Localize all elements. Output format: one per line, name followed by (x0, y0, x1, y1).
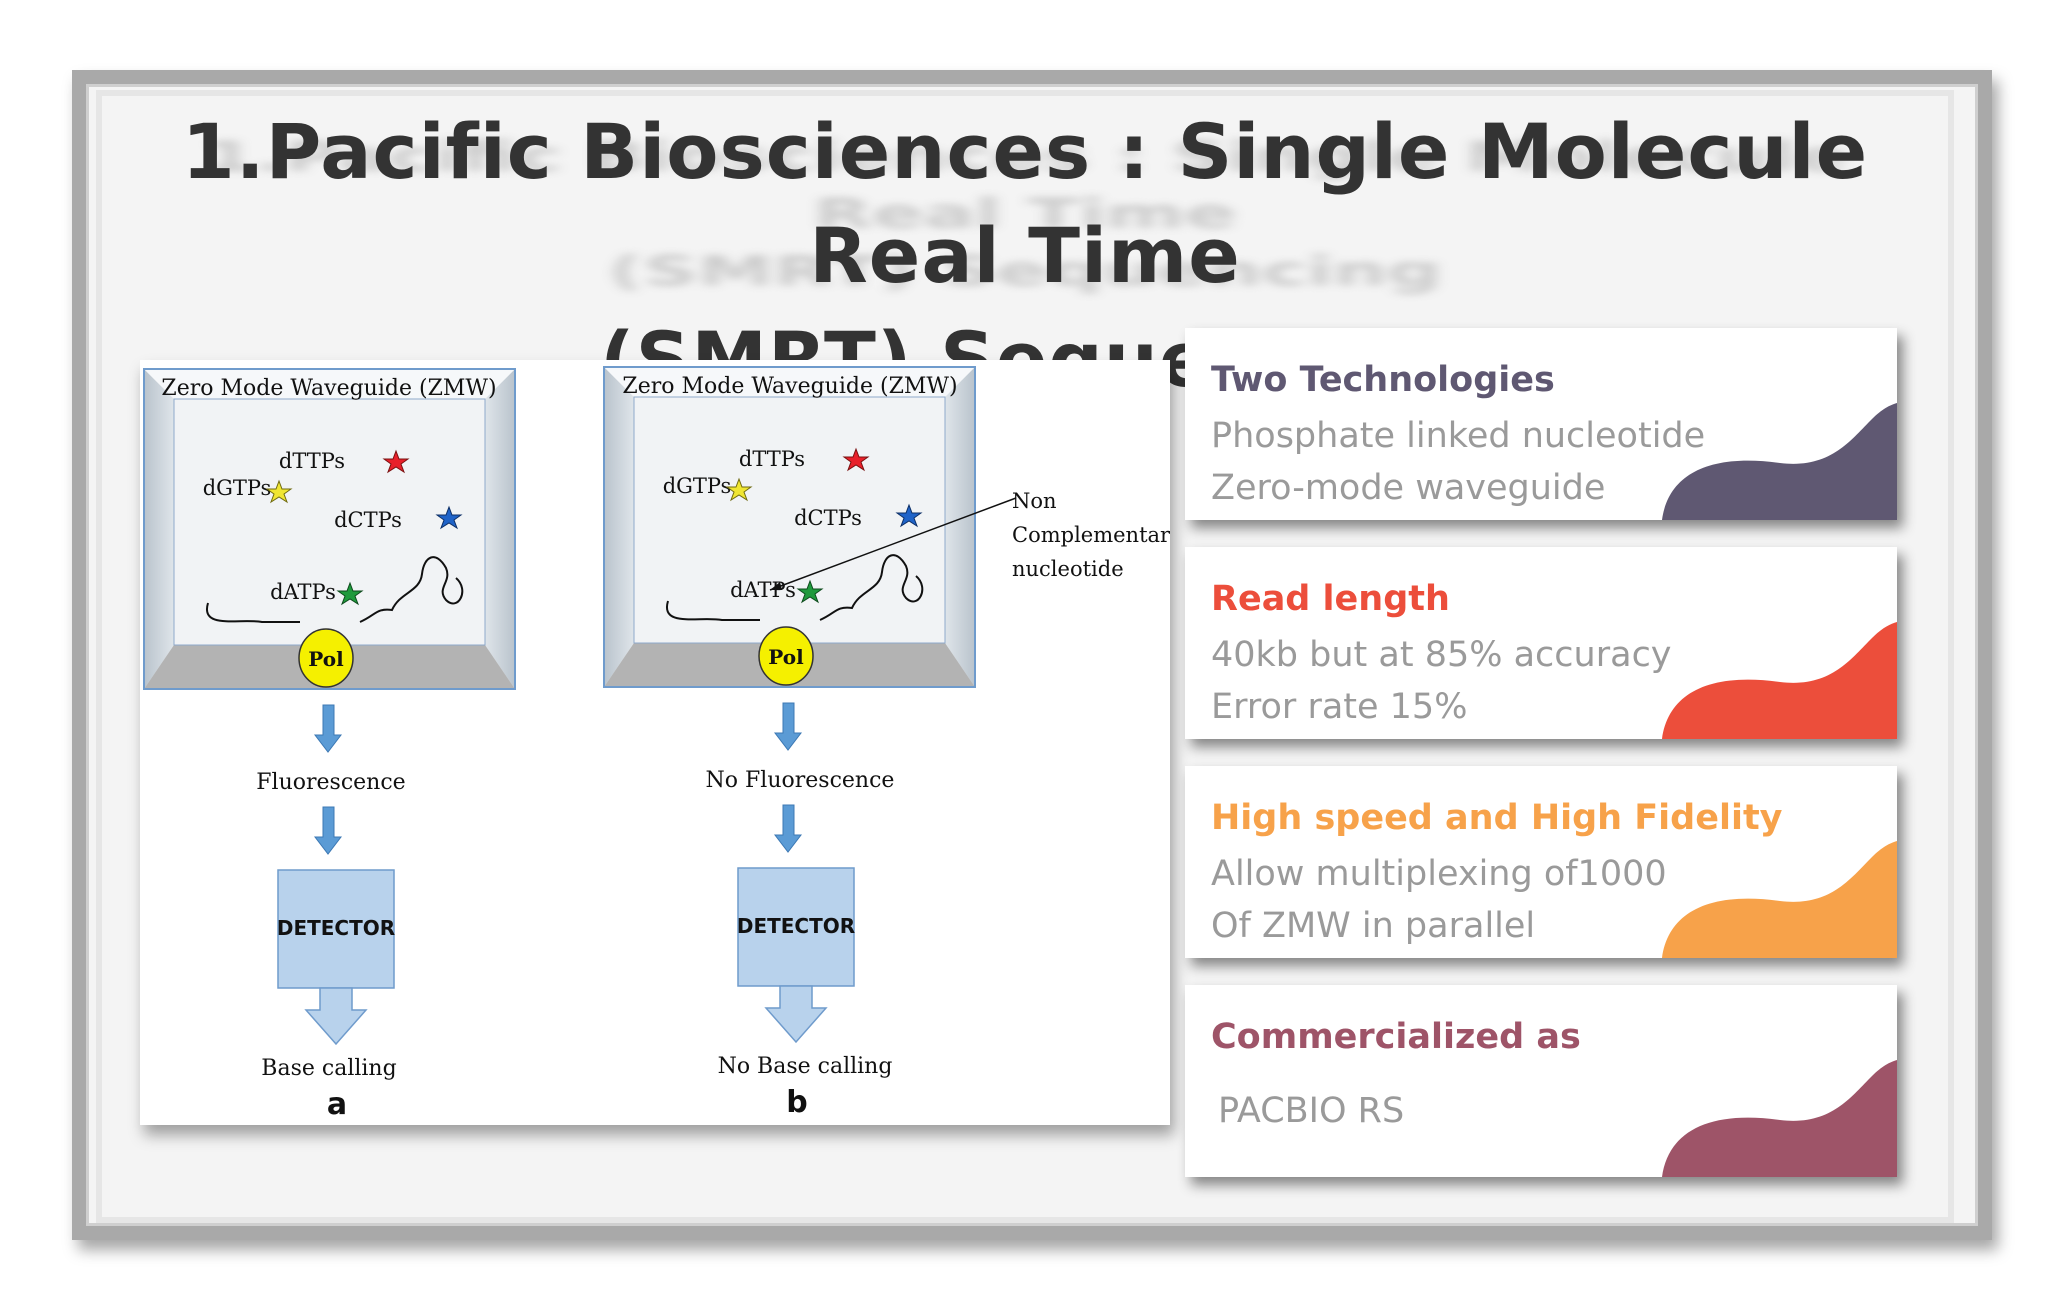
pol-label-a: Pol (308, 647, 344, 671)
callout-line-1: Non (1012, 489, 1057, 513)
card-2-wave (1662, 622, 1897, 739)
star-dctps-b (895, 503, 923, 528)
signal-label-a: Fluorescence (256, 770, 405, 795)
pol-label-b: Pol (768, 645, 804, 669)
card-2-title: Read length (1211, 579, 1450, 619)
card-2-number: 2. (1772, 647, 1809, 687)
card-4-line-1: PACBIO RS (1218, 1091, 1405, 1131)
detector-label-b: DETECTOR (737, 914, 855, 938)
card-2-line-1: 40kb but at 85% accuracy (1211, 635, 1672, 675)
card-two-technologies: Two Technologies Phosphate linked nucleo… (1185, 328, 1897, 520)
star-datps-a (336, 581, 364, 606)
card-1-number: 1. (1772, 428, 1809, 468)
dttps-label-b: dTTPs (739, 447, 805, 471)
callout-line-3: nucleotide (1012, 557, 1124, 581)
callout-line (769, 497, 1017, 591)
dctps-label-a: dCTPs (334, 508, 402, 532)
arrow-down-a3 (304, 987, 368, 1046)
arrow-down-b1 (773, 702, 803, 751)
title-reflection: 1.Pacific Biosciences : Single Molecule … (202, 131, 1848, 296)
arrow-down-b2 (773, 804, 803, 853)
arrow-down-a2 (313, 806, 343, 855)
panel-letter-b: b (786, 1085, 807, 1120)
zmw-label-b: Zero Mode Waveguide (ZMW) (622, 374, 957, 399)
datps-label-b: dATPs (730, 578, 796, 602)
dgtps-label-b: dGTPs (663, 474, 732, 498)
smrt-figure: Zero Mode Waveguide (ZMW) dTTPs dGTPs dC… (140, 360, 1170, 1125)
star-dgtps-a (265, 479, 293, 504)
panel-b: Zero Mode Waveguide (ZMW) dTTPs dGTPs dC… (603, 366, 1170, 1120)
polymerase-b (758, 626, 814, 686)
card-1-line-1: Phosphate linked nucleotide (1211, 416, 1706, 456)
card-3-title: High speed and High Fidelity (1211, 798, 1783, 838)
card-4-number: 4. (1772, 1085, 1809, 1125)
card-commercialized: Commercialized as PACBIO RS 4. (1185, 985, 1897, 1177)
star-dttps-b (842, 447, 870, 472)
star-dctps-a (435, 505, 463, 530)
star-datps-b (796, 579, 824, 604)
card-2-line-2: Error rate 15% (1211, 687, 1468, 727)
card-3-line-1: Allow multiplexing of1000 (1211, 854, 1667, 894)
card-read-length: Read length 40kb but at 85% accuracy Err… (1185, 547, 1897, 739)
detector-box-b (737, 867, 855, 987)
callout-line-2: Complementary (1012, 523, 1170, 547)
arrow-down-b3 (764, 985, 828, 1044)
star-dgtps-b (725, 477, 753, 502)
arrow-down-a1 (313, 704, 343, 753)
star-dttps-a (382, 449, 410, 474)
card-3-line-2: Of ZMW in parallel (1211, 906, 1536, 946)
signal-label-b: No Fluorescence (706, 768, 895, 793)
card-1-line-2: Zero-mode waveguide (1211, 468, 1606, 508)
panel-a: Zero Mode Waveguide (ZMW) dTTPs dGTPs dC… (143, 368, 516, 1122)
dctps-label-b: dCTPs (794, 506, 862, 530)
polymerase-a (298, 628, 354, 688)
panel-letter-a: a (327, 1087, 347, 1122)
zmw-label-a: Zero Mode Waveguide (ZMW) (161, 376, 496, 401)
result-label-b: No Base calling (718, 1054, 893, 1079)
datps-label-a: dATPs (270, 580, 336, 604)
card-3-number: 3. (1772, 866, 1809, 906)
card-high-speed: High speed and High Fidelity Allow multi… (1185, 766, 1897, 958)
result-label-a: Base calling (261, 1056, 396, 1081)
detector-box-a (277, 869, 395, 989)
title-line-1: 1.Pacific Biosciences : Single Molecule … (181, 107, 1869, 300)
dgtps-label-a: dGTPs (203, 476, 272, 500)
dttps-label-a: dTTPs (279, 449, 345, 473)
smrt-diagram: Zero Mode Waveguide (ZMW) dTTPs dGTPs dC… (143, 366, 1170, 1122)
card-1-title: Two Technologies (1211, 360, 1555, 400)
card-1-wave (1662, 403, 1897, 520)
card-4-wave (1662, 1060, 1897, 1177)
detector-label-a: DETECTOR (277, 916, 395, 940)
card-4-title: Commercialized as (1211, 1017, 1581, 1057)
card-3-wave (1662, 841, 1897, 958)
